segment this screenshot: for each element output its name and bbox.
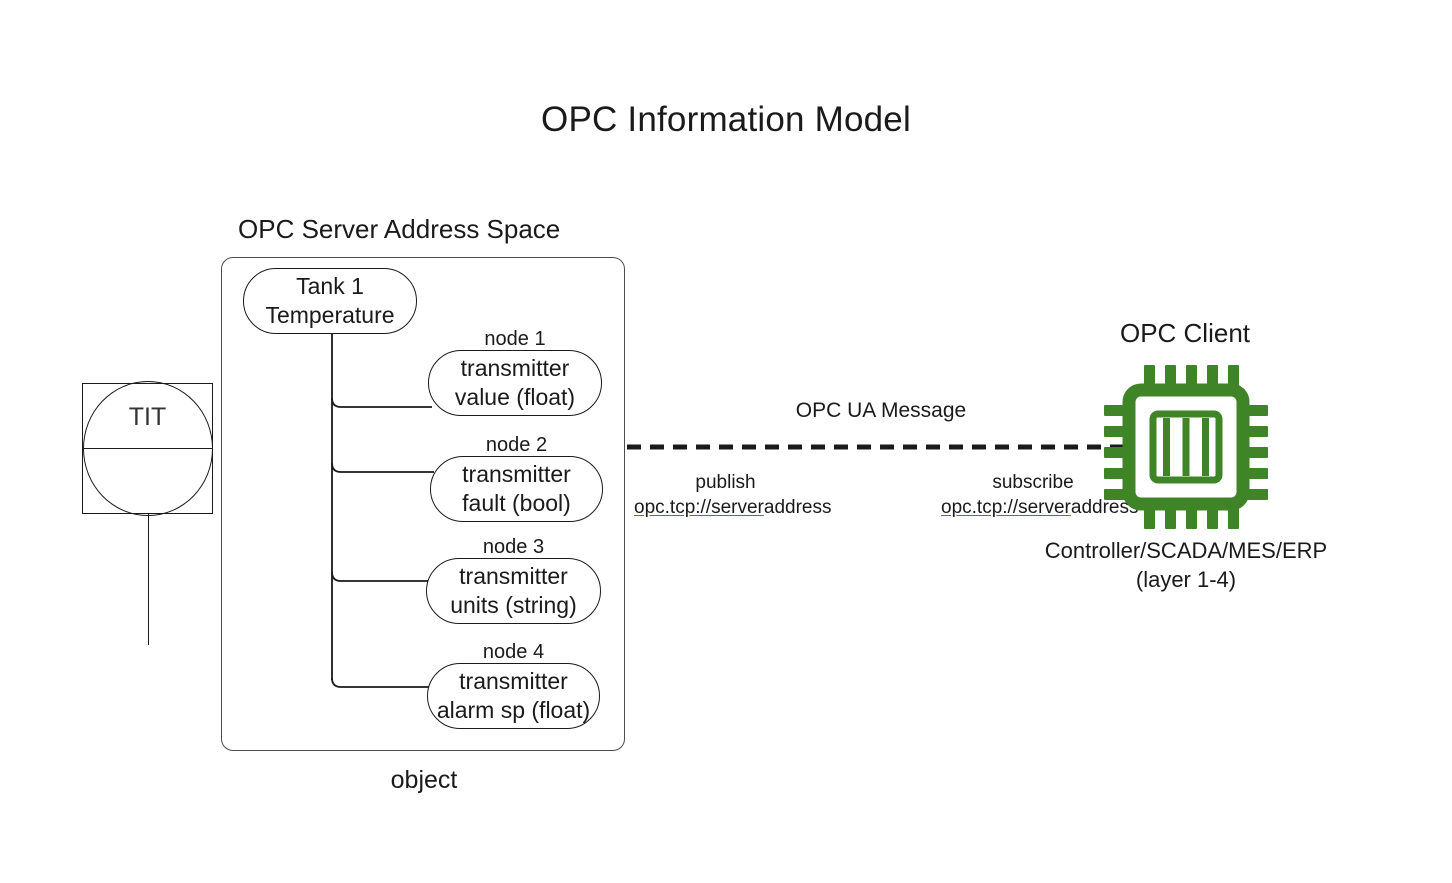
node-label-line1: Tank 1 xyxy=(296,273,364,299)
publish-url[interactable]: opc.tcp://serveraddress xyxy=(634,497,832,519)
node-1-caption: node 1 xyxy=(484,328,546,350)
node-label-line2: Temperature xyxy=(265,302,395,328)
node-label-line2: fault (bool) xyxy=(462,490,571,516)
transmitter-symbol-divider xyxy=(82,448,213,449)
transmitter-tag-label: TIT xyxy=(128,403,167,431)
opc-client-sublabel: Controller/SCADA/MES/ERP (layer 1-4) xyxy=(1000,536,1372,594)
node-3-transmitter-units[interactable]: transmitter units (string) xyxy=(426,558,601,624)
subscribe-url-link[interactable]: opc.tcp://server xyxy=(941,497,1071,518)
subscribe-url-tail: address xyxy=(1070,497,1139,518)
node-label-line1: transmitter xyxy=(459,563,568,589)
node-label-line1: transmitter xyxy=(459,668,568,694)
node-2-caption: node 2 xyxy=(485,434,548,456)
node-label-line1: transmitter xyxy=(460,355,570,381)
node-label-line2: units (string) xyxy=(450,592,577,618)
page-title: OPC Information Model xyxy=(541,100,911,139)
node-tank-1-temperature[interactable]: Tank 1 Temperature xyxy=(243,268,417,334)
transmitter-stem xyxy=(148,514,149,645)
publish-verb-label: publish xyxy=(695,472,756,493)
subscribe-verb-label: subscribe xyxy=(992,472,1074,493)
node-label-line2: value (float) xyxy=(454,384,576,410)
node-3-caption: node 3 xyxy=(482,536,545,558)
opc-ua-message-label: OPC UA Message xyxy=(795,399,967,422)
object-caption: object xyxy=(390,766,458,794)
node-4-caption: node 4 xyxy=(482,641,545,663)
opc-client-caption: OPC Client xyxy=(1119,318,1251,348)
microchip-icon xyxy=(1104,365,1268,529)
publish-url-tail: address xyxy=(763,497,832,518)
subscribe-url[interactable]: opc.tcp://serveraddress xyxy=(941,497,1139,519)
node-4-transmitter-alarm-sp[interactable]: transmitter alarm sp (float) xyxy=(427,663,600,729)
opc-client-sublabel-line2: (layer 1-4) xyxy=(1135,567,1237,592)
node-2-transmitter-fault[interactable]: transmitter fault (bool) xyxy=(430,456,603,522)
node-1-transmitter-value[interactable]: transmitter value (float) xyxy=(428,350,602,416)
node-label-line1: transmitter xyxy=(462,461,571,487)
node-label-line2: alarm sp (float) xyxy=(436,697,591,723)
publish-endpoint: publish opc.tcp://serveraddress xyxy=(634,472,832,519)
subscribe-endpoint: subscribe opc.tcp://serveraddress xyxy=(941,472,1139,519)
opc-client-sublabel-line1: Controller/SCADA/MES/ERP xyxy=(1044,538,1328,563)
publish-url-link[interactable]: opc.tcp://server xyxy=(634,497,764,518)
address-space-caption: OPC Server Address Space xyxy=(238,214,561,244)
